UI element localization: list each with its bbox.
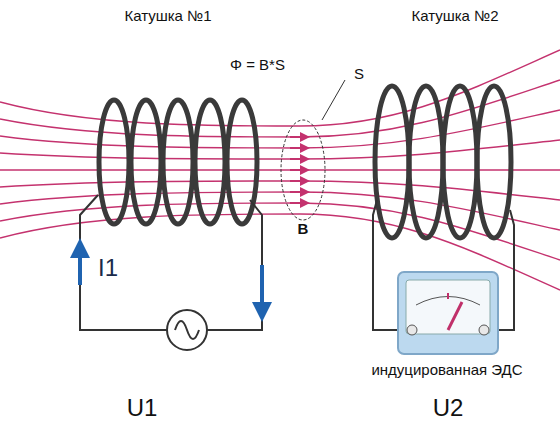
vector-label: B: [296, 221, 311, 238]
voltage-label: U1: [125, 395, 160, 421]
b-arrowhead: [300, 176, 310, 186]
coil-winding: [163, 100, 193, 224]
emf-label: индуцированная ЭДС: [369, 362, 524, 379]
formula-label: Φ = B*S: [228, 57, 287, 74]
area-ellipse: [281, 120, 325, 220]
wire: [80, 195, 167, 330]
b-arrowhead: [300, 187, 310, 197]
current-arrow: [78, 248, 82, 285]
coil-label: Катушка №1: [122, 8, 213, 25]
b-arrowhead: [300, 154, 310, 164]
coil-winding: [409, 86, 443, 238]
voltmeter: [398, 272, 498, 354]
field-lines: [0, 50, 560, 290]
coil-winding: [195, 100, 225, 224]
b-vectors: [290, 132, 310, 208]
coil-winding: [375, 86, 409, 238]
coil-one: [99, 100, 257, 224]
coil-winding: [131, 100, 161, 224]
b-arrowhead: [300, 143, 310, 153]
sine-symbol: [175, 321, 199, 339]
voltage-label: U2: [431, 395, 466, 421]
current-label: I1: [96, 255, 120, 281]
b-arrowhead: [300, 132, 310, 142]
coil-winding: [477, 86, 511, 238]
coil-two: [375, 86, 511, 238]
ac-source-symbol: [167, 310, 207, 350]
area-label: S: [352, 66, 366, 83]
coil-label: Катушка №2: [409, 8, 500, 25]
coil-winding: [99, 100, 129, 224]
current-arrow: [260, 265, 264, 312]
field-line: [0, 50, 560, 126]
leader-line: [322, 80, 345, 120]
coil-winding: [443, 86, 477, 238]
b-arrowhead: [300, 198, 310, 208]
wire: [207, 200, 262, 330]
b-arrowhead: [300, 165, 310, 175]
coil-winding: [227, 100, 257, 224]
